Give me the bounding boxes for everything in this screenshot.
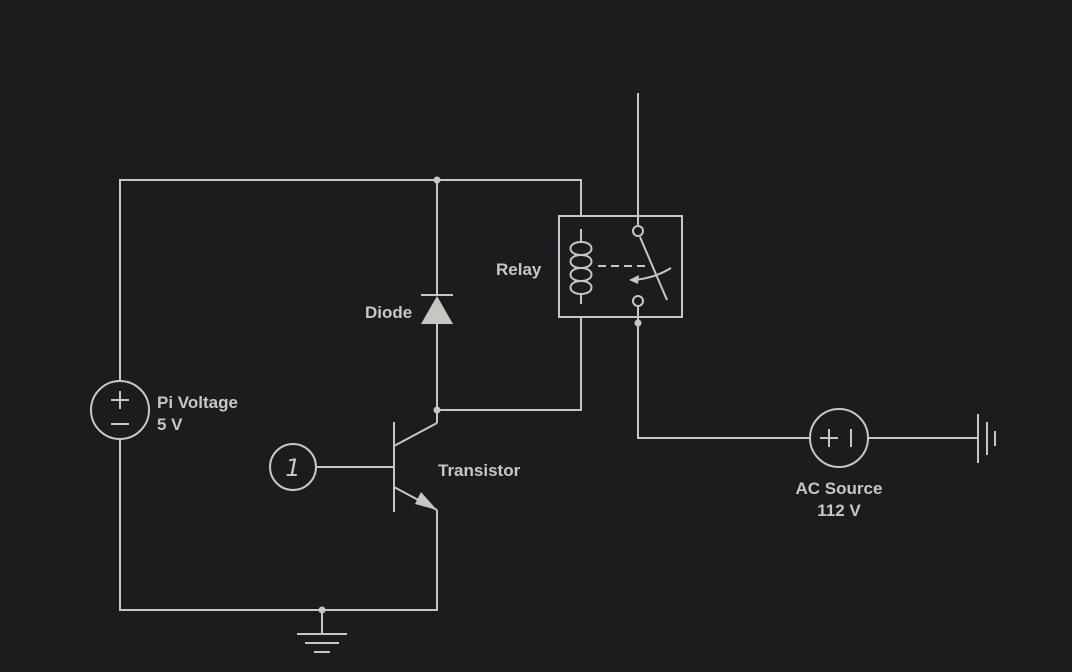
wire-relay-switch-to-ac: [637, 306, 810, 439]
relay-box: [558, 215, 683, 318]
pi-voltage-value: 5 V: [157, 415, 183, 434]
transistor-collector-lead: [393, 422, 438, 447]
relay-label: Relay: [496, 260, 542, 279]
wire-relay-coil-to-collector: [437, 317, 582, 411]
junction-node-ground: [318, 606, 326, 614]
junction-node-relay-out: [634, 319, 642, 327]
pi-voltage-source[interactable]: [90, 380, 150, 440]
relay[interactable]: [558, 215, 683, 318]
input-pin[interactable]: 1: [269, 443, 317, 491]
wire-top-rail: [119, 179, 582, 380]
relay-contact-top: [632, 225, 644, 237]
dc-source-icon: [90, 380, 150, 440]
transistor-emitter-arrow-icon: [415, 492, 437, 510]
wire-emitter-to-ground: [119, 440, 438, 611]
transistor-label: Transistor: [438, 461, 521, 480]
diode[interactable]: [421, 294, 453, 324]
input-pin-circle: [269, 443, 317, 491]
ground-symbol-bottom[interactable]: [297, 633, 347, 653]
input-pin-number: 1: [285, 454, 300, 482]
relay-switch-blade-icon: [639, 236, 668, 301]
diode-triangle-icon: [421, 296, 453, 324]
junction-node-collector: [433, 406, 441, 414]
relay-coil-icon: [569, 229, 593, 304]
transistor[interactable]: [393, 422, 438, 512]
diode-label: Diode: [365, 303, 412, 322]
relay-spring-arrow-icon: [633, 267, 672, 281]
relay-arrowhead-icon: [629, 275, 639, 284]
ac-source-value: 112 V: [817, 501, 861, 520]
ac-source-icon: [809, 408, 869, 468]
pi-voltage-label: Pi Voltage: [157, 393, 238, 412]
ground-symbol-right[interactable]: [977, 414, 996, 463]
ac-source-label: AC Source: [796, 479, 883, 498]
ac-source[interactable]: [809, 408, 869, 468]
wires: [119, 93, 978, 634]
relay-contact-bottom: [632, 295, 644, 307]
junction-node-top: [433, 176, 441, 184]
